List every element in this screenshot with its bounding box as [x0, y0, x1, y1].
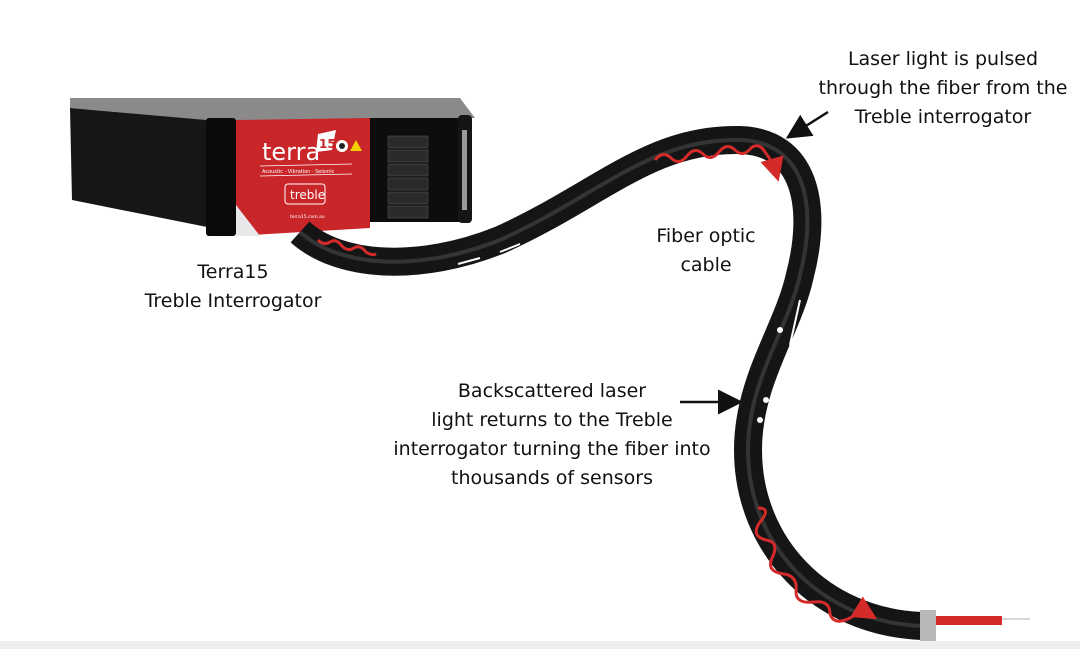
device-label-line: Terra15 [197, 261, 269, 283]
device-logo: terra [262, 138, 320, 166]
laser-annotation-line: Laser light is pulsed [847, 48, 1039, 70]
laser-annotation: Laser light is pulsed through the fiber … [793, 45, 1080, 132]
laser-pointer-arrow [785, 110, 829, 139]
backscatter-annotation-line: interrogator turning the fiber into [393, 438, 711, 460]
fiber-optic-cable [290, 125, 1030, 642]
backscatter-annotation-line: Backscattered laser [457, 380, 647, 402]
device-label: Terra15 Treble Interrogator [113, 258, 353, 316]
laser-annotation-line: Treble interrogator [854, 106, 1032, 128]
treble-interrogator-device: terra 15 Acoustic · Vibration · Seismic … [70, 98, 475, 236]
svg-text:15: 15 [319, 137, 336, 151]
laser-annotation-line: through the fiber from the [818, 77, 1068, 99]
device-tagline: Acoustic · Vibration · Seismic [262, 169, 335, 175]
device-label-line: Treble Interrogator [144, 290, 322, 312]
device-badge: treble [290, 188, 325, 202]
backscatter-annotation-line: thousands of sensors [451, 467, 653, 489]
footer-strip [0, 641, 1080, 649]
backscatter-arrows [457, 212, 801, 471]
svg-text:terra15.com.au: terra15.com.au [290, 214, 325, 220]
backscatter-annotation-line: light returns to the Treble [431, 409, 673, 431]
cable-annotation: Fiber optic cable [626, 222, 786, 280]
laser-pulse-waves [316, 144, 878, 623]
cable-annotation-line: Fiber optic [656, 225, 756, 247]
cable-annotation-line: cable [680, 254, 732, 276]
backscatter-annotation: Backscattered laser light returns to the… [372, 377, 732, 493]
